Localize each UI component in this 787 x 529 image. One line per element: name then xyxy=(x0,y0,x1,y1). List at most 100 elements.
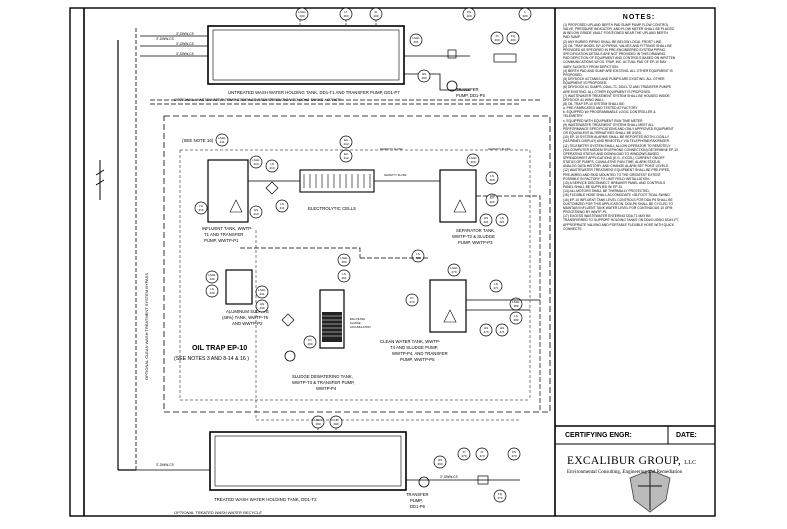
note-line: IN BELOW GRADE VAULT POSITIONED NEAR THE… xyxy=(563,31,668,36)
svg-text:400: 400 xyxy=(343,14,348,18)
svg-text:441: 441 xyxy=(259,292,264,296)
clean-pipes xyxy=(466,299,540,311)
clean-label-2: T4 AND SLUDGE PUMP, xyxy=(390,345,438,350)
pipe-tag-1: 3"-DWW-CS xyxy=(176,32,194,36)
top-signal-lines xyxy=(299,14,377,26)
bottom-valve xyxy=(477,475,489,485)
clean-tank xyxy=(429,279,467,333)
bottom-pump xyxy=(418,476,430,488)
svg-text:410: 410 xyxy=(198,208,203,212)
note-line: OR EQUIVALENT ALTERNATIVES SHALL BE USED… xyxy=(563,131,642,136)
note-line: VALVE, PRESSURE INDICATOR, AND FLOW METE… xyxy=(563,27,675,32)
optional-trump-label: OPTIONAL WASTEWATER TRMP STORAGE REDISTR… xyxy=(174,97,341,102)
note-line: b. EQUIPPED W/ PROGRAMMABLE LOGIC CONTRO… xyxy=(563,110,656,115)
svg-text:EC: EC xyxy=(344,152,349,156)
svg-text:411: 411 xyxy=(280,206,285,210)
svg-text:411: 411 xyxy=(220,140,225,144)
clean-pump-symbol xyxy=(443,309,457,323)
note-line: (5) DRYDOCK #3 TANKS AND PUMPS ARE EXIST… xyxy=(563,77,665,82)
sludge-tank xyxy=(319,289,345,349)
top-flow-meter xyxy=(493,53,517,63)
treated-tank xyxy=(209,431,407,491)
sludge-bags-3: ACCUMULATION xyxy=(350,325,371,329)
svg-text:FI: FI xyxy=(481,450,484,454)
svg-text:410: 410 xyxy=(253,212,258,216)
svg-text:PS: PS xyxy=(467,10,471,14)
svg-text:LSHL: LSHL xyxy=(252,158,260,162)
untreated-tank-inner xyxy=(212,29,400,81)
transfer-pump-top-label-1: TRANSFER xyxy=(456,87,479,92)
svg-text:440: 440 xyxy=(259,306,264,310)
svg-text:400: 400 xyxy=(299,14,304,18)
notes-title: NOTES: xyxy=(622,14,656,21)
svg-text:PS: PS xyxy=(512,450,516,454)
note-line: SPREADSHEET APPLICATIONS (E.G., EXCEL) C… xyxy=(563,156,665,160)
svg-text:HS: HS xyxy=(484,326,488,330)
svg-text:HS: HS xyxy=(484,216,488,220)
transfer-pump-bottom-1: TRANSFER xyxy=(406,492,429,497)
influent-label-2: T1 AND TRANSFER xyxy=(204,232,243,237)
note-line: (7) WASTEWATER TREATMENT SYSTEM SHALL BE… xyxy=(563,93,670,98)
note-line: ARE EXISTING. ALL OTHER EQUIPMENT IS PRO… xyxy=(563,89,651,94)
svg-text:PI: PI xyxy=(496,34,499,38)
note-line: APPROPRIATE VALVING AND PORTABLE FLEXIBL… xyxy=(563,222,675,227)
company-name: EXCALIBUR GROUP, LLC xyxy=(567,455,696,467)
svg-text:LSHL: LSHL xyxy=(218,136,226,140)
note-line: (VIA PANEL DISPLAY) AND REMOTELY VIA TEL… xyxy=(563,139,670,144)
svg-text:490: 490 xyxy=(333,422,338,426)
separator-tank xyxy=(439,169,477,223)
svg-text:470: 470 xyxy=(409,300,414,304)
gravity-flow-2: GRAVITY FLOW xyxy=(380,147,403,151)
sludge-label-2: WWTP-T3 & TRANSFER PUMP, xyxy=(292,380,355,385)
svg-text:421: 421 xyxy=(499,220,504,224)
svg-text:L: L xyxy=(524,10,526,14)
certifying-engineer-label: CERTIFYING ENGR: xyxy=(565,432,632,439)
control-signal-lines xyxy=(179,149,531,421)
oil-trap-skid xyxy=(163,115,551,413)
note-line: VARY SLIGHTLY FROM DEPICTION. xyxy=(563,64,619,69)
svg-text:LSHL: LSHL xyxy=(340,256,348,260)
svg-text:EA: EA xyxy=(344,138,348,142)
svg-text:400: 400 xyxy=(510,38,515,42)
sludge-bags-1: BAG FILTER xyxy=(350,317,365,321)
company-logo-icon xyxy=(629,469,671,513)
svg-text:HS: HS xyxy=(422,72,426,76)
aluminum-label-3: AND WWTP-P2 xyxy=(232,321,263,326)
svg-text:LS: LS xyxy=(342,272,346,276)
svg-text:FQ: FQ xyxy=(498,492,503,496)
svg-text:470: 470 xyxy=(483,330,488,334)
note-line: (2) ANY BURIED PIPING SHALL BE BELOW LOC… xyxy=(563,39,663,44)
treated-tank-inner xyxy=(214,435,402,487)
note-line: PROVIDED AS SPECIFIED IN PRE-ENGINEERED … xyxy=(563,47,666,52)
separator-label-1: SEPARATOR TANK, xyxy=(456,228,495,233)
transfer-pump-top-label-2: PUMP, DD1-P5 xyxy=(456,93,485,98)
svg-text:YC: YC xyxy=(199,204,204,208)
svg-text:LSHL: LSHL xyxy=(298,10,306,14)
note-line: (15) FLEXIBLE HOSE SHALL ACCOMODATE <35-… xyxy=(563,193,670,198)
note-line: (VIA COMPUTER MODEM TELEPHONE CONNECTION… xyxy=(563,147,678,152)
untreated-tank xyxy=(207,25,405,85)
date-label: DATE: xyxy=(676,432,697,439)
note-line: (3) OIL TRAP MODEL EP-10 PIPING, VALVES … xyxy=(563,43,672,48)
separator-pump-symbol xyxy=(453,199,467,213)
svg-text:400: 400 xyxy=(522,14,527,18)
pipe-tag-3: 3"-DWW-CS xyxy=(176,52,194,56)
note-line: COMMUNICATIONS W/ OIL TRAP, INC. ACTUAL … xyxy=(563,60,667,65)
note-line: (11) TELEMETRY SYSTEM SHALL ALLOW OPERAT… xyxy=(563,143,671,148)
